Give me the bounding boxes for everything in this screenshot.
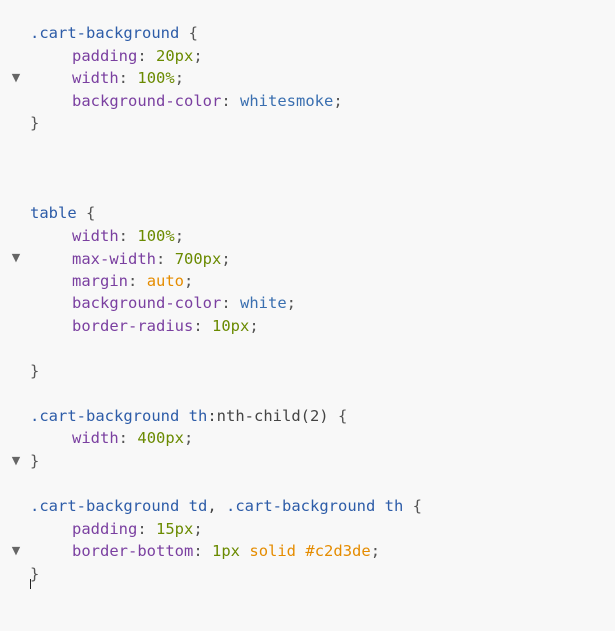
- close-brace: }: [30, 362, 40, 380]
- close-brace: }: [30, 565, 40, 583]
- colon: :: [118, 227, 129, 245]
- code-editor[interactable]: ▼ .cart-background { padding: 20px; widt…: [0, 0, 615, 589]
- code-line: }: [0, 360, 40, 383]
- selector: table: [30, 204, 77, 222]
- colon: :: [221, 92, 231, 110]
- open-brace: {: [403, 497, 422, 515]
- semicolon: ;: [184, 429, 194, 447]
- colon: :: [118, 69, 129, 87]
- colon: :: [118, 429, 129, 447]
- code-line: margin: auto;: [0, 270, 193, 293]
- selector-tag: th: [384, 497, 404, 515]
- selector-class: .cart-background: [226, 497, 376, 515]
- code-line: ▼ .cart-background {: [0, 22, 198, 84]
- code-line: padding: 20px;: [0, 45, 203, 68]
- semicolon: ;: [333, 92, 343, 110]
- selector-space: [375, 497, 384, 515]
- colon: :: [156, 250, 166, 268]
- value: auto: [146, 272, 185, 290]
- selector-comma: ,: [207, 497, 226, 515]
- value: white: [240, 294, 287, 312]
- property: max-width: [72, 250, 156, 268]
- value: 100%: [137, 69, 175, 87]
- colon: :: [128, 272, 138, 290]
- property: width: [72, 69, 119, 87]
- code-line: ▼ .cart-background td, .cart-background …: [0, 495, 422, 557]
- value: 100%: [137, 227, 175, 245]
- fold-arrow-icon[interactable]: ▼: [11, 454, 21, 467]
- code-line: max-width: 700px;: [0, 248, 231, 271]
- semicolon: ;: [370, 542, 381, 560]
- fold-arrow-icon[interactable]: ▼: [11, 71, 21, 84]
- text-cursor: [30, 579, 31, 589]
- value: whitesmoke: [240, 92, 334, 110]
- value-color: #c2d3de: [305, 542, 371, 560]
- property: padding: [72, 47, 138, 65]
- code-line: width: 100%;: [0, 225, 184, 248]
- value: 20px: [156, 47, 194, 65]
- selector-space: [179, 407, 188, 425]
- selector: .cart-background: [30, 24, 180, 42]
- selector-class: .cart-background: [30, 407, 180, 425]
- property: width: [72, 227, 119, 245]
- selector-class: .cart-background: [30, 497, 180, 515]
- semicolon: ;: [249, 317, 259, 335]
- property: padding: [72, 520, 138, 538]
- value: 15px: [156, 520, 194, 538]
- open-brace: {: [328, 407, 348, 425]
- value: 700px: [174, 250, 222, 268]
- property: background-color: [72, 92, 222, 110]
- code-line: ▼ table {: [0, 202, 96, 264]
- semicolon: ;: [286, 294, 297, 312]
- semicolon: ;: [184, 272, 194, 290]
- selector-tag: td: [188, 497, 208, 515]
- semicolon: ;: [174, 69, 185, 87]
- code-line: }: [0, 112, 40, 135]
- code-line: background-color: whitesmoke;: [0, 90, 343, 113]
- colon: :: [137, 520, 147, 538]
- value: 10px: [212, 317, 250, 335]
- property: margin: [72, 272, 128, 290]
- code-line: }: [0, 563, 40, 586]
- fold-arrow-icon[interactable]: ▼: [11, 544, 21, 557]
- code-line: width: 100%;: [0, 67, 184, 90]
- semicolon: ;: [174, 227, 185, 245]
- code-line: border-radius: 10px;: [0, 315, 259, 338]
- open-brace: {: [76, 204, 96, 222]
- close-brace: }: [30, 452, 40, 470]
- semicolon: ;: [221, 250, 231, 268]
- selector-space: [179, 497, 188, 515]
- fold-arrow-icon[interactable]: ▼: [11, 251, 21, 264]
- code-line: ▼ .cart-background th:nth-child(2) {: [0, 405, 348, 467]
- value-space: [296, 542, 305, 560]
- property: border-bottom: [72, 542, 194, 560]
- value-length: 1px: [212, 542, 241, 560]
- value-space: [240, 542, 249, 560]
- property: border-radius: [72, 317, 194, 335]
- colon: :: [137, 47, 147, 65]
- code-line: background-color: white;: [0, 292, 296, 315]
- colon: :: [193, 317, 203, 335]
- code-line: border-bottom: 1px solid #c2d3de;: [0, 540, 380, 563]
- semicolon: ;: [193, 47, 203, 65]
- colon: :: [221, 294, 231, 312]
- code-line: padding: 15px;: [0, 518, 203, 541]
- value-style: solid: [249, 542, 297, 560]
- property: background-color: [72, 294, 222, 312]
- open-brace: {: [179, 24, 198, 42]
- semicolon: ;: [193, 520, 203, 538]
- code-line: width: 400px;: [0, 427, 193, 450]
- value: 400px: [137, 429, 185, 447]
- selector-tag: th: [188, 407, 208, 425]
- close-brace: }: [30, 114, 40, 132]
- selector-pseudo: :nth-child(2): [207, 407, 329, 425]
- colon: :: [193, 542, 203, 560]
- code-line: }: [0, 450, 40, 473]
- property: width: [72, 429, 119, 447]
